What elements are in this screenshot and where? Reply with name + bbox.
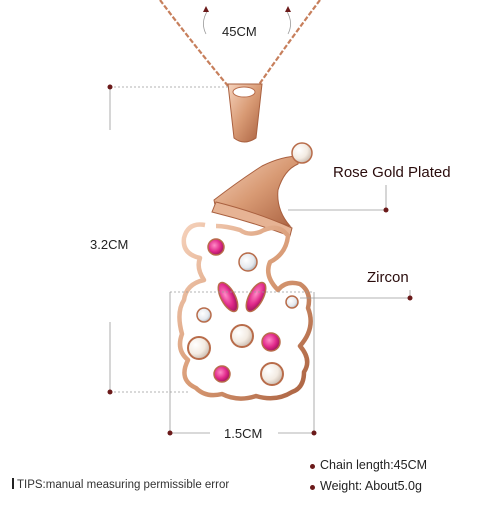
chain-length-label: 45CM (222, 24, 257, 39)
chain (159, 0, 321, 87)
chain-bullet-icon (310, 464, 315, 469)
tips-text: TIPS:manual measuring permissible error (17, 479, 230, 491)
zircon-stones (196, 238, 299, 383)
plating-callout: Rose Gold Plated (333, 164, 451, 181)
weight-bullet-icon (310, 485, 315, 490)
weight-spec: Weight: About5.0g (320, 479, 422, 493)
pendant-bail (227, 83, 263, 143)
tips-bar (12, 478, 14, 489)
bear-outline (177, 222, 313, 401)
measurement-guides (109, 9, 411, 434)
zircon-callout: Zircon (367, 269, 409, 286)
pearls (187, 324, 284, 386)
tips-note: TIPS:manual measuring permissible error (12, 478, 229, 491)
measurement-markers (107, 6, 413, 436)
pendant-width-label: 1.5CM (224, 426, 263, 441)
chain-length-spec: Chain length:45CM (320, 458, 428, 472)
hat (211, 142, 313, 237)
pendant-height-label: 3.2CM (90, 237, 129, 252)
